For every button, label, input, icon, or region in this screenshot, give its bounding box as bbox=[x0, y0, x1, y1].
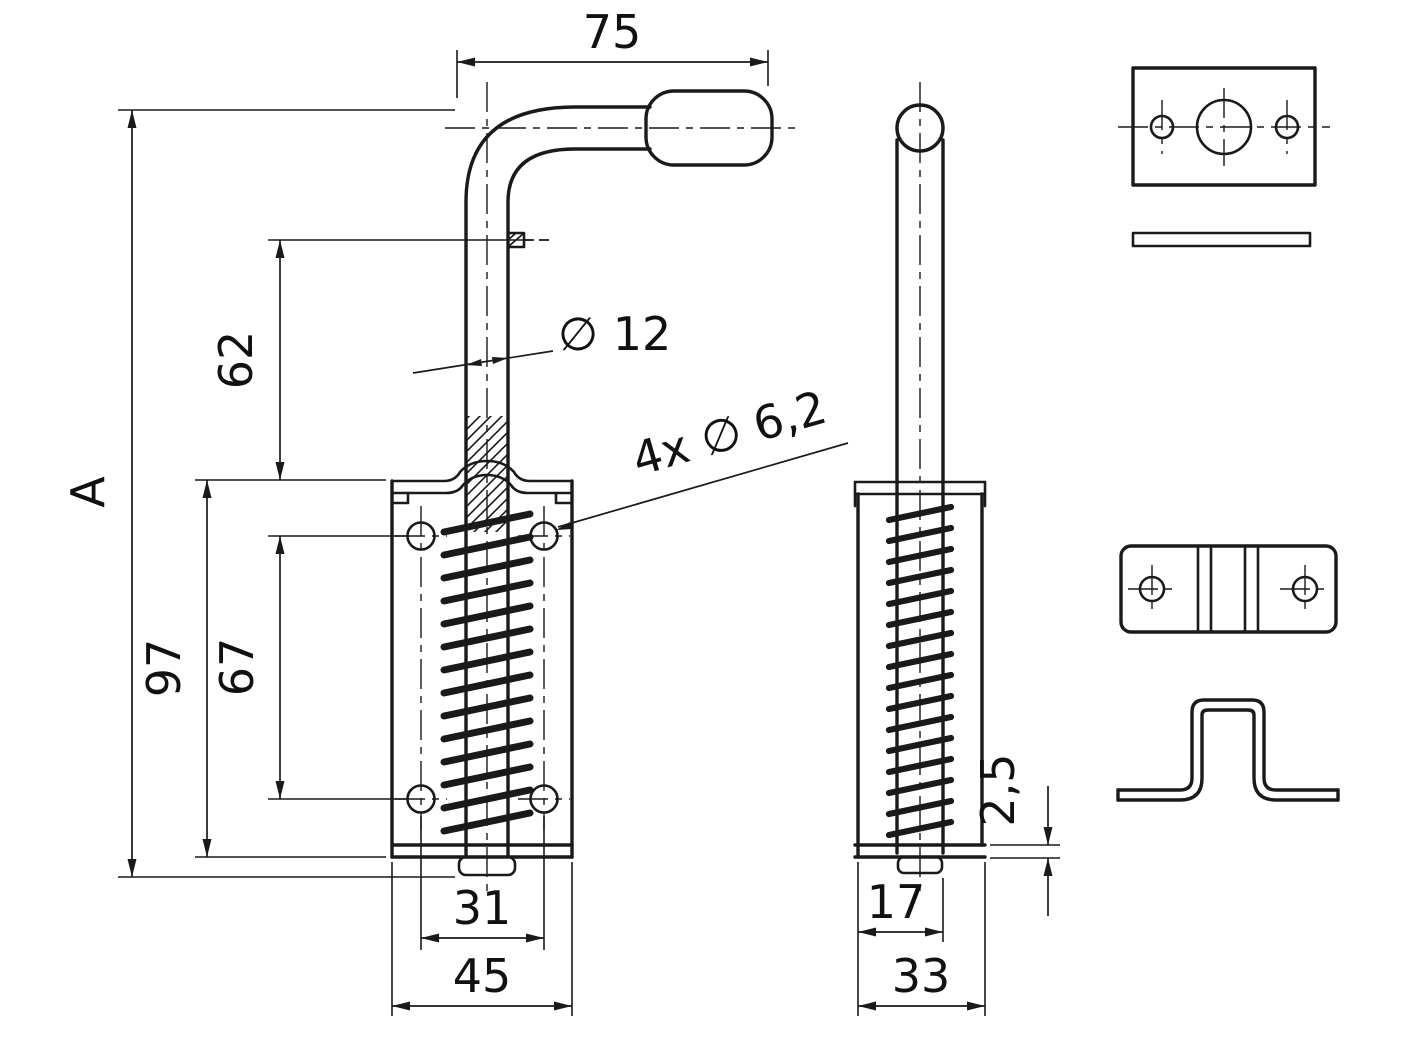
section-hatch bbox=[466, 416, 508, 532]
leader-4x-holes bbox=[557, 442, 849, 528]
ext-lines-2-5 bbox=[990, 844, 1060, 859]
dim-label-dia12: ∅ 12 bbox=[558, 307, 671, 361]
hole-bottom-left bbox=[406, 784, 436, 814]
ext-lines-62 bbox=[195, 239, 530, 481]
rod-inner-edge bbox=[506, 147, 652, 857]
plate-top-edge bbox=[390, 459, 574, 483]
front-view: 75 A 62 97 67 bbox=[61, 5, 849, 1016]
handle-grip bbox=[644, 89, 774, 167]
bolt-outline-front bbox=[457, 89, 774, 877]
rod-top-cap bbox=[895, 103, 945, 153]
bracket-walls-side bbox=[856, 492, 984, 859]
dim-label-33: 33 bbox=[892, 949, 951, 1003]
detail-slotted-plate bbox=[1119, 544, 1338, 634]
slotted-plate-centerlines bbox=[1128, 565, 1330, 613]
hole-column-centerlines bbox=[420, 506, 545, 830]
plate-sides bbox=[390, 479, 574, 859]
dim-label-17: 17 bbox=[867, 875, 926, 929]
leader-dia-12 bbox=[412, 350, 554, 374]
centerlines-front bbox=[395, 82, 800, 893]
arrow-4x-holes bbox=[556, 522, 572, 530]
detail-flat-strip bbox=[1131, 231, 1312, 248]
bracket-profile-ends bbox=[1116, 788, 1340, 802]
detail-bracket-profile bbox=[1116, 698, 1340, 802]
ext-lines-31 bbox=[420, 816, 545, 950]
hole-bottom-right bbox=[529, 784, 559, 814]
plate-top-hooks bbox=[390, 491, 574, 505]
bracket-bottom-side bbox=[853, 843, 987, 859]
dimension-97: 97 bbox=[137, 480, 386, 858]
spring-side bbox=[885, 503, 955, 839]
dimension-4x-dia-6-2: 4x ∅ 6,2 bbox=[556, 380, 849, 530]
bracket-side bbox=[853, 480, 987, 859]
dimension-45: 45 bbox=[391, 862, 573, 1016]
dim-label-4x-holes: 4x ∅ 6,2 bbox=[626, 380, 832, 487]
dim-label-31: 31 bbox=[453, 881, 512, 935]
flange-edges-side bbox=[853, 480, 987, 496]
hole-row-centerlines bbox=[395, 535, 570, 800]
hole-top-left bbox=[406, 521, 436, 551]
dimension-17: 17 bbox=[857, 862, 944, 1016]
dimension-62: 62 bbox=[195, 239, 530, 481]
flat-strip-outline bbox=[1131, 231, 1312, 248]
detail-top-plate bbox=[1118, 66, 1330, 187]
rod-hatch-lines bbox=[466, 416, 508, 532]
bracket-profile-inner bbox=[1116, 708, 1340, 802]
plate-bottom-edges bbox=[390, 843, 574, 859]
rod-outer-edge bbox=[464, 105, 652, 857]
dim-label-75: 75 bbox=[583, 5, 642, 59]
dimension-31: 31 bbox=[420, 816, 545, 950]
dimension-75: 75 bbox=[456, 5, 769, 98]
slotted-plate-bend-lines bbox=[1196, 544, 1260, 634]
arrow-dia12-left bbox=[466, 359, 482, 366]
bracket-profile-outer bbox=[1116, 698, 1340, 792]
dim-label-62: 62 bbox=[209, 331, 263, 390]
flange-end-ticks bbox=[853, 480, 987, 508]
top-plate-centerlines bbox=[1118, 88, 1330, 166]
side-view: 17 33 2,5 bbox=[853, 82, 1060, 1016]
arrow-dia12-right bbox=[492, 357, 508, 364]
dim-label-A: A bbox=[61, 476, 115, 508]
dimension-A: A bbox=[61, 109, 455, 878]
dim-label-97: 97 bbox=[137, 639, 191, 698]
dimension-dia-12: ∅ 12 bbox=[412, 307, 671, 374]
spring-coils-front bbox=[440, 510, 534, 835]
ext-lines-45 bbox=[391, 862, 573, 1016]
dim-label-45: 45 bbox=[453, 949, 512, 1003]
ext-lines-A bbox=[118, 109, 455, 878]
rod-edges-side bbox=[895, 138, 945, 855]
dim-label-67: 67 bbox=[210, 638, 264, 697]
slotted-plate-outline bbox=[1119, 544, 1338, 634]
ext-lines-67 bbox=[268, 535, 406, 800]
dimension-33: 33 bbox=[858, 862, 986, 1016]
dim-label-2-5: 2,5 bbox=[971, 753, 1025, 826]
dimension-67: 67 bbox=[210, 535, 406, 800]
dimension-2-5: 2,5 bbox=[971, 753, 1060, 916]
spring-coils-side bbox=[885, 503, 955, 839]
spring-front bbox=[440, 510, 534, 835]
